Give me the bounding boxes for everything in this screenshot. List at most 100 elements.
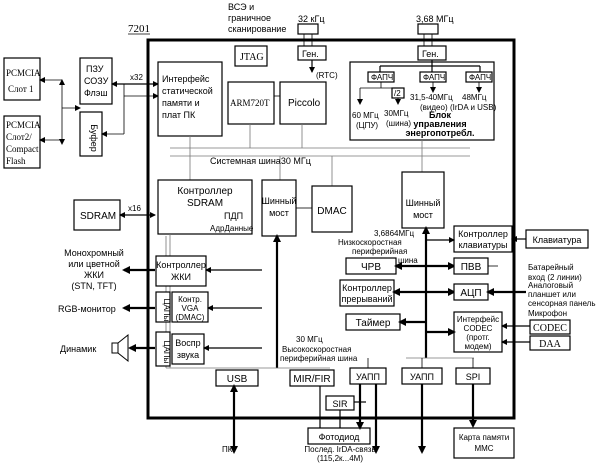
dma-label: ПДП xyxy=(224,211,243,221)
system-bus-label: Системная шина30 МГц xyxy=(210,156,311,166)
photodiode-block xyxy=(307,427,371,445)
freq-31mhz: 31,5-40МГц xyxy=(410,93,453,102)
svg-text:управления: управления xyxy=(413,119,466,129)
svg-text:Воспр: Воспр xyxy=(175,338,200,348)
svg-text:ARM720T: ARM720T xyxy=(230,98,270,108)
svg-text:мост: мост xyxy=(269,208,289,218)
svg-text:ЦАПы: ЦАПы xyxy=(162,299,171,322)
svg-text:ПЗУ: ПЗУ xyxy=(86,64,104,74)
svg-text:Интерфейс: Интерфейс xyxy=(162,74,210,84)
keyboard-device xyxy=(525,229,589,249)
svg-text:мост: мост xyxy=(413,210,433,220)
svg-text:периферийная: периферийная xyxy=(352,247,407,256)
lcd-display-label: Монохромный или цветной ЖКИ (STN, TFT) xyxy=(64,248,124,291)
svg-text:DMAC: DMAC xyxy=(317,206,346,217)
pc-label: ПК xyxy=(222,445,233,454)
svg-text:Батарейный: Батарейный xyxy=(528,263,574,272)
sdram-chip xyxy=(73,199,121,231)
svg-text:(IrDA и USB): (IrDA и USB) xyxy=(450,103,497,112)
svg-text:SDRAM: SDRAM xyxy=(187,198,223,209)
svg-text:(шина): (шина) xyxy=(386,119,411,128)
dac-vga xyxy=(155,291,171,323)
bus-bridge-2 xyxy=(401,171,445,229)
jtag-label: JTAG xyxy=(240,52,264,63)
svg-text:(протг.: (протг. xyxy=(466,333,490,342)
daa-chip xyxy=(529,335,571,351)
svg-text:шина: шина xyxy=(398,256,418,265)
svg-text:УАПП: УАПП xyxy=(356,372,380,382)
codec-chip xyxy=(529,319,571,335)
chip-outline xyxy=(146,38,516,420)
svg-text:ЖКИ: ЖКИ xyxy=(84,270,104,280)
svg-text:УАПП: УАПП xyxy=(410,372,434,382)
svg-text:граничное: граничное xyxy=(228,13,271,23)
svg-text:планшет или: планшет или xyxy=(528,290,576,299)
microphone-label: Микрофон xyxy=(528,309,567,318)
pcmcia-slot-1 xyxy=(3,57,41,101)
svg-text:Слот 1: Слот 1 xyxy=(8,84,34,94)
irda-label: Послед. IrDA-связь (115,2к...4М) xyxy=(304,445,375,463)
svg-text:3,6864МГц: 3,6864МГц xyxy=(374,229,414,238)
freq-368mhz: 3,68 МГц xyxy=(416,14,454,24)
svg-text:PCMCIA: PCMCIA xyxy=(6,120,41,130)
svg-text:ФАПЧ: ФАПЧ xyxy=(371,73,393,82)
svg-text:Compact: Compact xyxy=(6,144,39,154)
svg-text:Контроллер: Контроллер xyxy=(458,229,508,239)
svg-text:Флэш: Флэш xyxy=(84,88,108,98)
svg-text:ФАПЧ: ФАПЧ xyxy=(423,73,445,82)
svg-text:ПВВ: ПВВ xyxy=(461,262,482,273)
svg-text:Аналоговый: Аналоговый xyxy=(528,281,573,290)
svg-text:ФАПЧ: ФАПЧ xyxy=(469,73,491,82)
freq-60mhz: 60 МГц xyxy=(352,111,379,120)
svg-text:CODEC: CODEC xyxy=(464,324,493,333)
svg-text:SPI: SPI xyxy=(466,372,481,382)
svg-text:ММС: ММС xyxy=(474,444,493,453)
svg-text:энергопотребл.: энергопотребл. xyxy=(405,128,474,138)
piccolo-core xyxy=(279,81,327,125)
svg-text:(видео): (видео) xyxy=(420,103,448,112)
speaker-icon xyxy=(111,333,129,363)
svg-text:Таймер: Таймер xyxy=(356,318,391,329)
svg-text:MIR/FIR: MIR/FIR xyxy=(293,374,330,385)
svg-text:сканирование: сканирование xyxy=(228,24,286,34)
rom-sram-flash xyxy=(79,57,113,105)
svg-text:памяти и: памяти и xyxy=(162,98,200,108)
svg-text:30 МГц: 30 МГц xyxy=(296,335,323,344)
bus-x32: x32 xyxy=(130,73,143,82)
bus-bridge-1 xyxy=(261,179,297,237)
svg-text:вход (2 линии): вход (2 линии) xyxy=(528,273,582,282)
freq-48mhz: 48МГц xyxy=(462,93,487,102)
svg-text:(STN, TFT): (STN, TFT) xyxy=(71,281,116,291)
bus-x16: x16 xyxy=(128,204,141,213)
battery-input-label: Батарейный вход (2 линии) xyxy=(528,263,582,282)
interrupt-controller xyxy=(339,279,395,307)
svg-text:Слот2/: Слот2/ xyxy=(6,132,32,142)
svg-text:модем): модем) xyxy=(464,342,491,351)
svg-text:Контр.: Контр. xyxy=(178,295,202,304)
svg-text:PCMCIA: PCMCIA xyxy=(6,68,41,78)
mir-fir-block xyxy=(289,369,335,387)
dmac-block xyxy=(311,185,353,233)
svg-text:Буфер: Буфер xyxy=(89,124,99,152)
svg-text:ЧРВ: ЧРВ xyxy=(361,262,381,273)
svg-text:Послед. IrDA-связь: Послед. IrDA-связь xyxy=(304,445,375,454)
lcd-controller xyxy=(155,255,207,287)
svg-text:Карта памяти: Карта памяти xyxy=(459,433,509,442)
svg-text:USB: USB xyxy=(227,374,248,385)
top-scan-label: ВСЭ и граничное сканирование xyxy=(228,2,286,34)
svg-text:Контроллер: Контроллер xyxy=(177,186,233,197)
svg-text:сенсорная панель: сенсорная панель xyxy=(528,299,596,308)
svg-text:(DMAC): (DMAC) xyxy=(176,313,205,322)
high-speed-bus-label: 30 МГц Высокоскоростная периферийная шин… xyxy=(280,335,358,363)
svg-text:SIR: SIR xyxy=(332,399,348,409)
power-block-title: Блок управления энергопотребл. xyxy=(405,110,474,138)
low-speed-bus-label: 3,6864МГц Низкоскоростная периферийная ш… xyxy=(338,229,418,265)
dac-sound xyxy=(155,331,171,367)
svg-text:Блок: Блок xyxy=(429,110,452,120)
svg-text:прерываний: прерываний xyxy=(341,294,392,304)
svg-text:СОЗУ: СОЗУ xyxy=(84,76,109,86)
addr-data-label: АдрДанные xyxy=(210,224,254,233)
svg-text:Монохромный: Монохромный xyxy=(64,248,124,258)
generator-368mhz-label: Ген. xyxy=(422,49,439,59)
